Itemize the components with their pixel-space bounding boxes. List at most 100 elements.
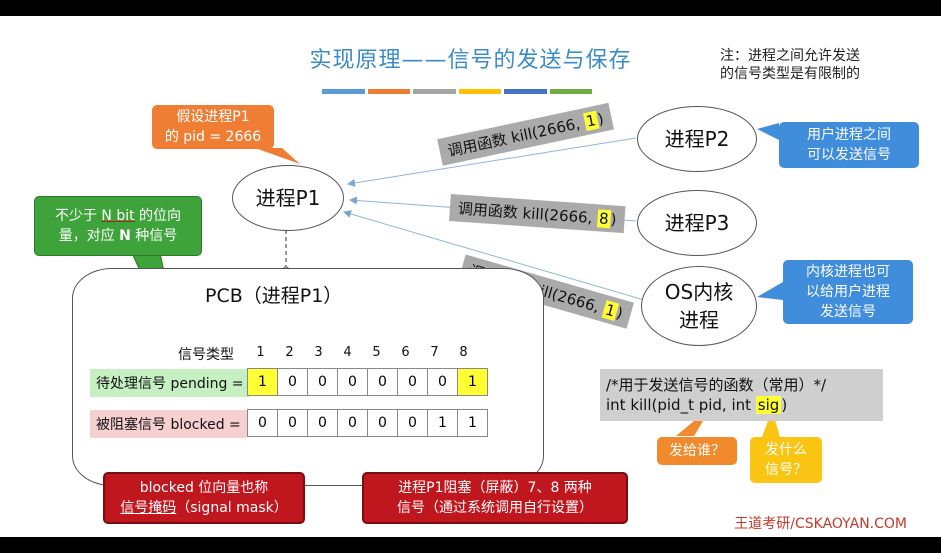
mask-callout-term: 信号掩码 [120,500,177,516]
page-title: 实现原理——信号的发送与保存 [309,48,632,73]
bits-callout-line-2-suffix: 种信号 [130,228,178,244]
bits-callout-line-2-prefix: 量，对应 [58,228,120,244]
user-callout-line-1: 用户进程之间 [807,127,891,143]
signal-number-header: 1 2 3 4 5 6 7 8 [246,345,478,360]
bits-callout-line-2: 量，对应 N 种信号 [59,226,178,246]
signal-number: 3 [314,345,323,360]
blocked-bit: 0 [247,409,278,437]
slide: 实现原理——信号的发送与保存 注：进程之间允许发送 的信号类型是有限制的 进程P… [0,16,941,537]
blocked-bit: 0 [307,409,338,437]
signal-number: 6 [401,345,410,360]
signal-number: 4 [343,345,352,360]
to-whom-callout: 发给谁？ [657,437,737,465]
what-callout-line-2: 信号？ [765,462,807,478]
os-kernel-label: OS内核 进程 [665,278,733,334]
process-p3: 进程P3 [637,190,757,256]
pid-callout-pointer [255,148,300,164]
code-signature-prefix: int kill(pid_t pid, int [606,396,756,414]
blocking-callout: 进程P1阻塞（屏蔽）7、8 两种 信号（通过系统调用自行设置） [362,472,628,524]
title-bar-segment [367,89,410,94]
kernel-callout-pointer [757,282,783,300]
os-kernel-label-line-2: 进程 [679,308,719,332]
arrow-p2-to-p1 [347,137,637,187]
signal-number: 8 [459,345,468,360]
title-bar-segment [504,89,547,94]
mask-callout-line-1: blocked 位向量也称 [139,480,269,496]
pending-bit: 0 [337,368,368,396]
pending-label: 待处理信号 pending = [90,369,250,397]
note-line-2: 的信号类型是有限制的 [720,66,860,82]
pending-bit: 0 [427,368,458,396]
signal-number: 2 [285,345,294,360]
signal-type-header-label: 信号类型 [178,347,234,363]
blocking-callout-line-1: 进程P1阻塞（屏蔽）7、8 两种 [398,480,592,496]
blocked-bit: 1 [457,409,488,437]
pending-bit: 1 [247,368,278,396]
pending-bit: 0 [277,368,308,396]
signal-mask-callout: blocked 位向量也称 信号掩码（signal mask） [103,472,305,524]
os-kernel-process: OS内核 进程 [641,266,757,346]
to-whom-text: 发给谁？ [669,443,725,459]
blocked-bit: 0 [367,409,398,437]
process-p2-label: 进程P2 [664,127,730,151]
bits-callout-n-bit: N bit [101,208,135,224]
bits-callout-line-1: 不少于 N bit 的位向 [55,206,181,226]
pending-bit: 0 [367,368,398,396]
title-bar-segment [458,89,501,94]
arrow-os-to-p1 [343,210,645,301]
kill-function-signature: /*用于发送信号的函数（常用）*/ int kill(pid_t pid, in… [600,369,883,421]
note-line-1: 注：进程之间允许发送 [720,48,860,64]
title-bar-segment [322,89,365,94]
process-p1: 进程P1 [232,165,344,231]
signal-number: 5 [372,345,381,360]
blocked-label: 被阻塞信号 blocked = [90,410,247,438]
signal-number: 7 [430,345,439,360]
os-kernel-label-line-1: OS内核 [664,280,734,304]
user-callout-pointer [757,123,779,140]
what-callout-line-1: 发什么 [765,442,807,458]
title-bar-segment [413,89,456,94]
pid-callout-line-2: 的 pid = 2666 [164,129,262,145]
signal-number: 1 [256,345,265,360]
kernel-callout-line-2: 以给用户进程 [806,284,890,300]
bits-callout-prefix: 不少于 [54,208,102,224]
what-pointer [762,410,780,437]
bits-callout-suffix: 的位向 [134,208,182,224]
pending-bit: 0 [307,368,338,396]
blocked-bit: 0 [337,409,368,437]
bits-callout: 不少于 N bit 的位向 量，对应 N 种信号 [34,196,202,256]
process-p1-label: 进程P1 [255,186,321,210]
restriction-note: 注：进程之间允许发送 的信号类型是有限制的 [720,47,920,83]
blocked-bit: 1 [427,409,458,437]
code-signature-suffix: ) [781,396,788,414]
kernel-process-callout: 内核进程也可 以给用户进程 发送信号 [783,260,913,324]
blocking-callout-line-2: 信号（通过系统调用自行设置） [397,500,593,516]
process-p2: 进程P2 [637,106,757,172]
pid-callout-line-1: 假设进程P1 [176,109,250,125]
user-callout-line-2: 可以发送信号 [807,147,891,163]
pid-callout: 假设进程P1 的 pid = 2666 [152,105,274,149]
mask-callout-line-2: 信号掩码（signal mask） [120,498,287,518]
blocked-bit: 0 [397,409,428,437]
kernel-callout-line-1: 内核进程也可 [806,264,890,280]
process-p3-label: 进程P3 [664,211,730,235]
code-comment: /*用于发送信号的函数（常用）*/ [606,376,827,394]
bits-callout-n: N [119,228,131,244]
pcb-title: PCB（进程P1） [205,285,343,307]
title-bar-segment [549,89,592,94]
watermark: 王道考研/CSKAOYAN.COM [734,516,907,532]
code-signature: int kill(pid_t pid, int sig) [606,395,877,415]
pending-bit: 0 [397,368,428,396]
user-process-callout: 用户进程之间 可以发送信号 [779,122,919,168]
kernel-callout-line-3: 发送信号 [820,304,876,320]
code-sig-param: sig [755,396,782,414]
kill-call-close: ) [610,210,618,229]
mask-callout-term-en: （signal mask） [176,500,288,516]
blocked-bit: 0 [277,409,308,437]
what-signal-callout: 发什么 信号？ [750,437,822,483]
pending-bit: 1 [457,368,488,396]
kill-call-signal: 8 [596,209,612,229]
title-underline-bars [322,89,592,94]
